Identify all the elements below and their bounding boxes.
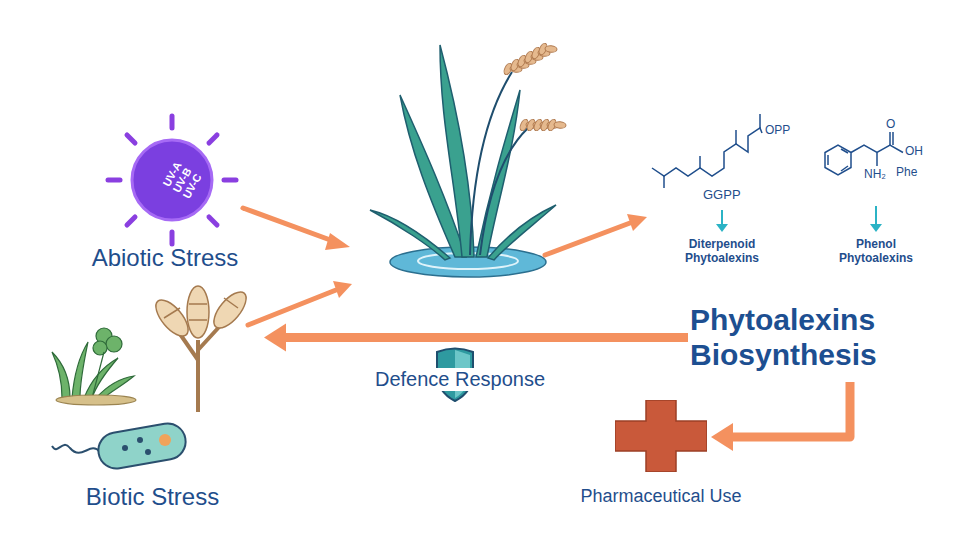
- cross-shape: [615, 400, 707, 472]
- phytoalexin-class: Diterpenoid Phytoalexins: [672, 238, 772, 266]
- rice-plant: [370, 42, 566, 277]
- node-text: Pharmaceutical Use: [545, 486, 777, 507]
- edge-label: Defence Response: [372, 368, 548, 391]
- node-text: Phytoalexins Biosynthesis: [690, 303, 930, 372]
- pharmaceutical-node: Pharmaceutical Use: [615, 400, 707, 472]
- chem-label: O: [886, 118, 895, 132]
- arrow-shaft: [733, 382, 850, 437]
- ggpp-structure: [652, 114, 762, 188]
- chem-label: NH₂: [864, 168, 886, 182]
- rice-grain: [554, 121, 567, 128]
- bacterium-illustration: [52, 421, 188, 472]
- uv-sun: [108, 116, 236, 244]
- fungus-illustration: [150, 286, 252, 412]
- weed-illustration: [52, 328, 136, 405]
- arrow-head: [711, 423, 733, 451]
- chem-label: OPP: [765, 124, 790, 138]
- rice-grain: [545, 45, 558, 52]
- chem-label: OH: [905, 145, 923, 159]
- flow-arrow: [711, 382, 850, 451]
- arrow-shaft: [286, 333, 688, 342]
- node-text: Biotic Stress: [45, 483, 260, 511]
- flow-arrow: [264, 324, 688, 352]
- node-text: Diterpenoid Phytoalexins: [672, 238, 772, 266]
- node-text: Abiotic Stress: [70, 244, 260, 272]
- cross-icon: [615, 400, 707, 472]
- biotic-stress-node: Biotic Stress: [45, 285, 260, 517]
- arrow-head: [264, 324, 286, 352]
- biosynthesis-heading: Phytoalexins Biosynthesis: [690, 303, 930, 372]
- chem-label: Phe: [896, 166, 917, 180]
- chem-label: GGPP: [703, 188, 741, 203]
- teal-arrow: [716, 206, 882, 232]
- phytoalexin-class: Phenol Phytoalexins: [826, 238, 926, 266]
- abiotic-stress-node: UV-AUV-BUV-CAbiotic Stress: [70, 132, 260, 282]
- node-text: Phenol Phytoalexins: [826, 238, 926, 266]
